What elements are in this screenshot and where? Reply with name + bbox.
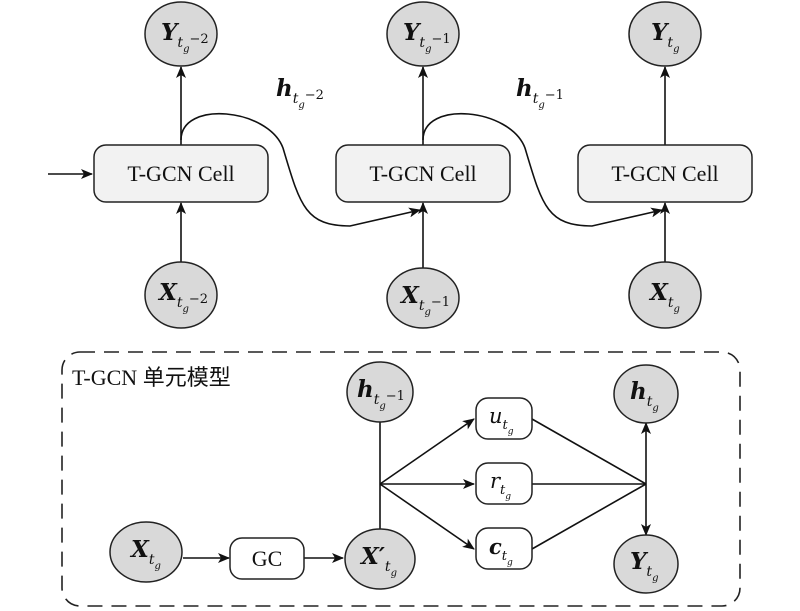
svg-text:utg: utg (489, 404, 514, 437)
cell-input-node-x-tg: Xtg (109, 521, 183, 583)
sym-base: X (399, 282, 420, 309)
sym-sub: t (419, 35, 425, 51)
sym-subsub: g (425, 307, 431, 318)
tgcn-cell-3: T-GCN Cell (577, 144, 753, 203)
sym-subsub: g (183, 44, 189, 55)
svg-text:Ytg−2: Ytg−2 (161, 19, 209, 55)
cell-output-node-y-tg: Ytg (613, 534, 679, 594)
svg-text:Ytg: Ytg (651, 19, 679, 55)
input-node-x-tg-2: Xtg−2 (144, 261, 218, 329)
xprime-node: X′tg (344, 528, 416, 590)
output-node-y-tg-1: Ytg−1 (386, 1, 460, 67)
hidden-state-curve-1 (180, 112, 421, 227)
svg-text:X′tg: X′tg (359, 543, 397, 579)
cell-model-caption: T-GCN 单元模型 (72, 365, 231, 390)
cell-label: T-GCN Cell (369, 161, 476, 186)
sym-sub: t (419, 298, 425, 314)
sym-base: Y (403, 19, 422, 46)
sym-subsub: g (183, 304, 189, 315)
sym-suffix: −2 (189, 292, 208, 307)
gate-r: rtg (475, 462, 533, 505)
sym-sub: t (667, 35, 673, 51)
sym-base: X (157, 279, 178, 306)
sym-suffix: −1 (431, 32, 450, 47)
svg-text:rtg: rtg (490, 469, 511, 502)
hprev-node: htg−1 (346, 361, 414, 423)
junction-to-u-arrow (379, 418, 475, 485)
gc-label: GC (252, 546, 283, 571)
hidden-label-h-tg-1: htg−1 (516, 75, 564, 111)
cell-output-node-h-tg: htg (613, 364, 679, 424)
tgcn-cell-2: T-GCN Cell (335, 144, 511, 203)
sym-sub: t (177, 35, 183, 51)
sym-base: X (648, 279, 669, 306)
cell-label: T-GCN Cell (611, 161, 718, 186)
sym-base: Y (161, 19, 180, 46)
c-to-output-line (531, 483, 647, 550)
sym-subsub: g (673, 44, 679, 55)
gc-box: GC (229, 537, 305, 580)
svg-text:Ytg−1: Ytg−1 (403, 19, 451, 55)
u-to-output-line (531, 418, 647, 485)
input-node-x-tg-1: Xtg−1 (386, 267, 460, 329)
input-node-x-tg: Xtg (628, 261, 702, 329)
svg-text:Xtg−1: Xtg−1 (399, 282, 450, 318)
output-node-y-tg-2: Ytg−2 (144, 1, 218, 67)
output-node-y-tg: Ytg (628, 1, 702, 67)
hidden-state-curve-2 (422, 112, 663, 227)
svg-text:htg: htg (630, 378, 659, 414)
svg-text:Xtg−2: Xtg−2 (157, 279, 208, 315)
sym-sub: t (177, 295, 183, 311)
tgcn-cell-1: T-GCN Cell (93, 144, 269, 203)
svg-text:Xtg: Xtg (129, 536, 161, 572)
cell-model-border (61, 351, 741, 607)
sym-base: Y (651, 19, 670, 46)
svg-text:Ytg: Ytg (630, 548, 658, 584)
sym-suffix: −1 (431, 295, 450, 310)
svg-text:ctg: ctg (489, 534, 513, 568)
hidden-label-h-tg-2: htg−2 (276, 75, 324, 111)
junction-to-c-arrow (379, 483, 475, 550)
sym-subsub: g (425, 44, 431, 55)
sym-sub: t (668, 295, 674, 311)
gate-c: ctg (475, 527, 533, 570)
cell-label: T-GCN Cell (127, 161, 234, 186)
sym-subsub: g (674, 304, 680, 315)
gate-u: utg (475, 397, 533, 440)
svg-text:Xtg: Xtg (648, 279, 680, 315)
svg-text:htg−1: htg−1 (357, 376, 405, 412)
sym-suffix: −2 (189, 32, 208, 47)
